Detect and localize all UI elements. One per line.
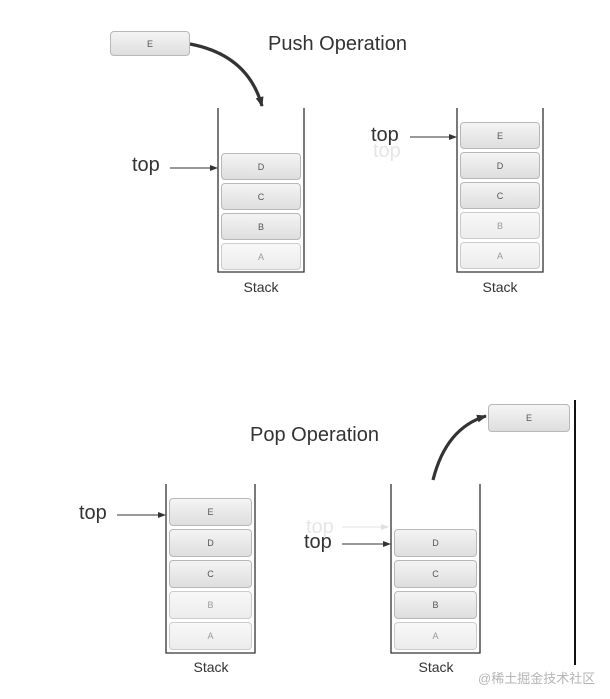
pop-left-item-e: E <box>169 498 252 526</box>
push-left-item-a: A <box>221 243 301 270</box>
push-incoming-box: E <box>110 31 190 56</box>
pop-right-item-d: D <box>394 529 477 557</box>
push-right-top-label: top <box>371 124 399 146</box>
push-right-item-c: C <box>460 182 540 209</box>
pop-right-item-c: C <box>394 560 477 588</box>
push-right-ghost-label: top <box>373 140 401 162</box>
push-right-item-e: E <box>460 122 540 149</box>
pop-right-stack-container <box>390 484 481 654</box>
push-left-caption: Stack <box>243 279 279 295</box>
pop-left-item-d: D <box>169 529 252 557</box>
push-left-item-b: B <box>221 213 301 240</box>
push-curved-arrow <box>189 42 264 107</box>
pop-left-caption: Stack <box>193 659 229 675</box>
pop-title: Pop Operation <box>250 424 379 446</box>
push-title: Push Operation <box>268 33 407 55</box>
push-right-item-a: A <box>460 242 540 269</box>
push-left-top-label: top <box>132 154 160 176</box>
push-left-item-c: C <box>221 183 301 210</box>
pop-left-item-a: A <box>169 622 252 650</box>
push-right-item-d: D <box>460 152 540 179</box>
push-right-stack-container <box>456 108 544 273</box>
pop-outgoing-box: E <box>488 404 570 432</box>
pop-right-ghost-label: top <box>306 516 334 538</box>
push-left-stack-container <box>217 108 305 273</box>
push-right-caption: Stack <box>482 279 518 295</box>
pop-curved-arrow <box>431 414 487 481</box>
pop-left-stack-container <box>165 484 256 654</box>
pop-right-item-a: A <box>394 622 477 650</box>
pop-right-top-label: top <box>304 531 332 553</box>
pop-right-item-b: B <box>394 591 477 619</box>
pop-left-top-label: top <box>79 502 107 524</box>
push-right-item-b: B <box>460 212 540 239</box>
pop-left-item-c: C <box>169 560 252 588</box>
pop-right-caption: Stack <box>418 659 454 675</box>
watermark-text: @稀土掘金技术社区 <box>478 671 596 686</box>
push-left-item-d: D <box>221 153 301 180</box>
pop-left-item-b: B <box>169 591 252 619</box>
